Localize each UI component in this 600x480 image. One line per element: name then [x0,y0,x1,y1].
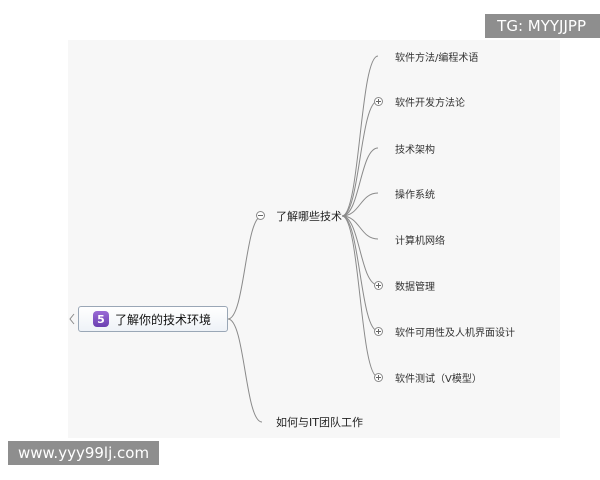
link-tech-leaf-1 [341,55,379,217]
watermark-bottom-left: www.yyy99lj.com [8,441,160,465]
root-label: 了解你的技术环境 [115,312,212,327]
root-node[interactable]: 5 了解你的技术环境 [78,306,228,332]
leaf-computer-network[interactable]: 计算机网络 [395,236,445,247]
root-topic-icon: 5 [93,311,109,327]
link-tech-leaf-3 [341,147,379,217]
expand-toggle-icon[interactable] [374,373,383,382]
expand-toggle-icon[interactable] [374,281,383,290]
branch-team-label[interactable]: 如何与IT团队工作 [276,416,363,429]
leaf-software-testing[interactable]: 软件测试（V模型） [395,374,482,385]
root-left-chevron [69,313,75,325]
leaf-data-management[interactable]: 数据管理 [395,282,435,293]
link-tech-leaf-6 [341,215,379,286]
link-tech-leaf-7 [341,215,379,332]
leaf-operating-system[interactable]: 操作系统 [395,190,435,201]
link-tech-leaf-4 [341,192,379,217]
link-root-team [227,318,263,423]
leaf-dev-methodology[interactable]: 软件开发方法论 [395,98,465,109]
link-root-tech [227,215,263,320]
collapse-toggle-icon[interactable] [256,211,265,220]
watermark-top-right: TG: MYYJJPP [485,14,600,38]
expand-toggle-icon[interactable] [374,327,383,336]
branch-tech-label[interactable]: 了解哪些技术 [276,210,342,223]
mindmap-canvas [68,40,560,438]
expand-toggle-icon[interactable] [374,97,383,106]
link-tech-leaf-5 [341,215,379,240]
leaf-usability-hci[interactable]: 软件可用性及人机界面设计 [395,328,515,339]
leaf-tech-architecture[interactable]: 技术架构 [395,145,435,156]
link-tech-leaf-8 [341,215,379,378]
link-tech-leaf-2 [341,100,379,217]
leaf-software-methods[interactable]: 软件方法/编程术语 [395,53,479,64]
